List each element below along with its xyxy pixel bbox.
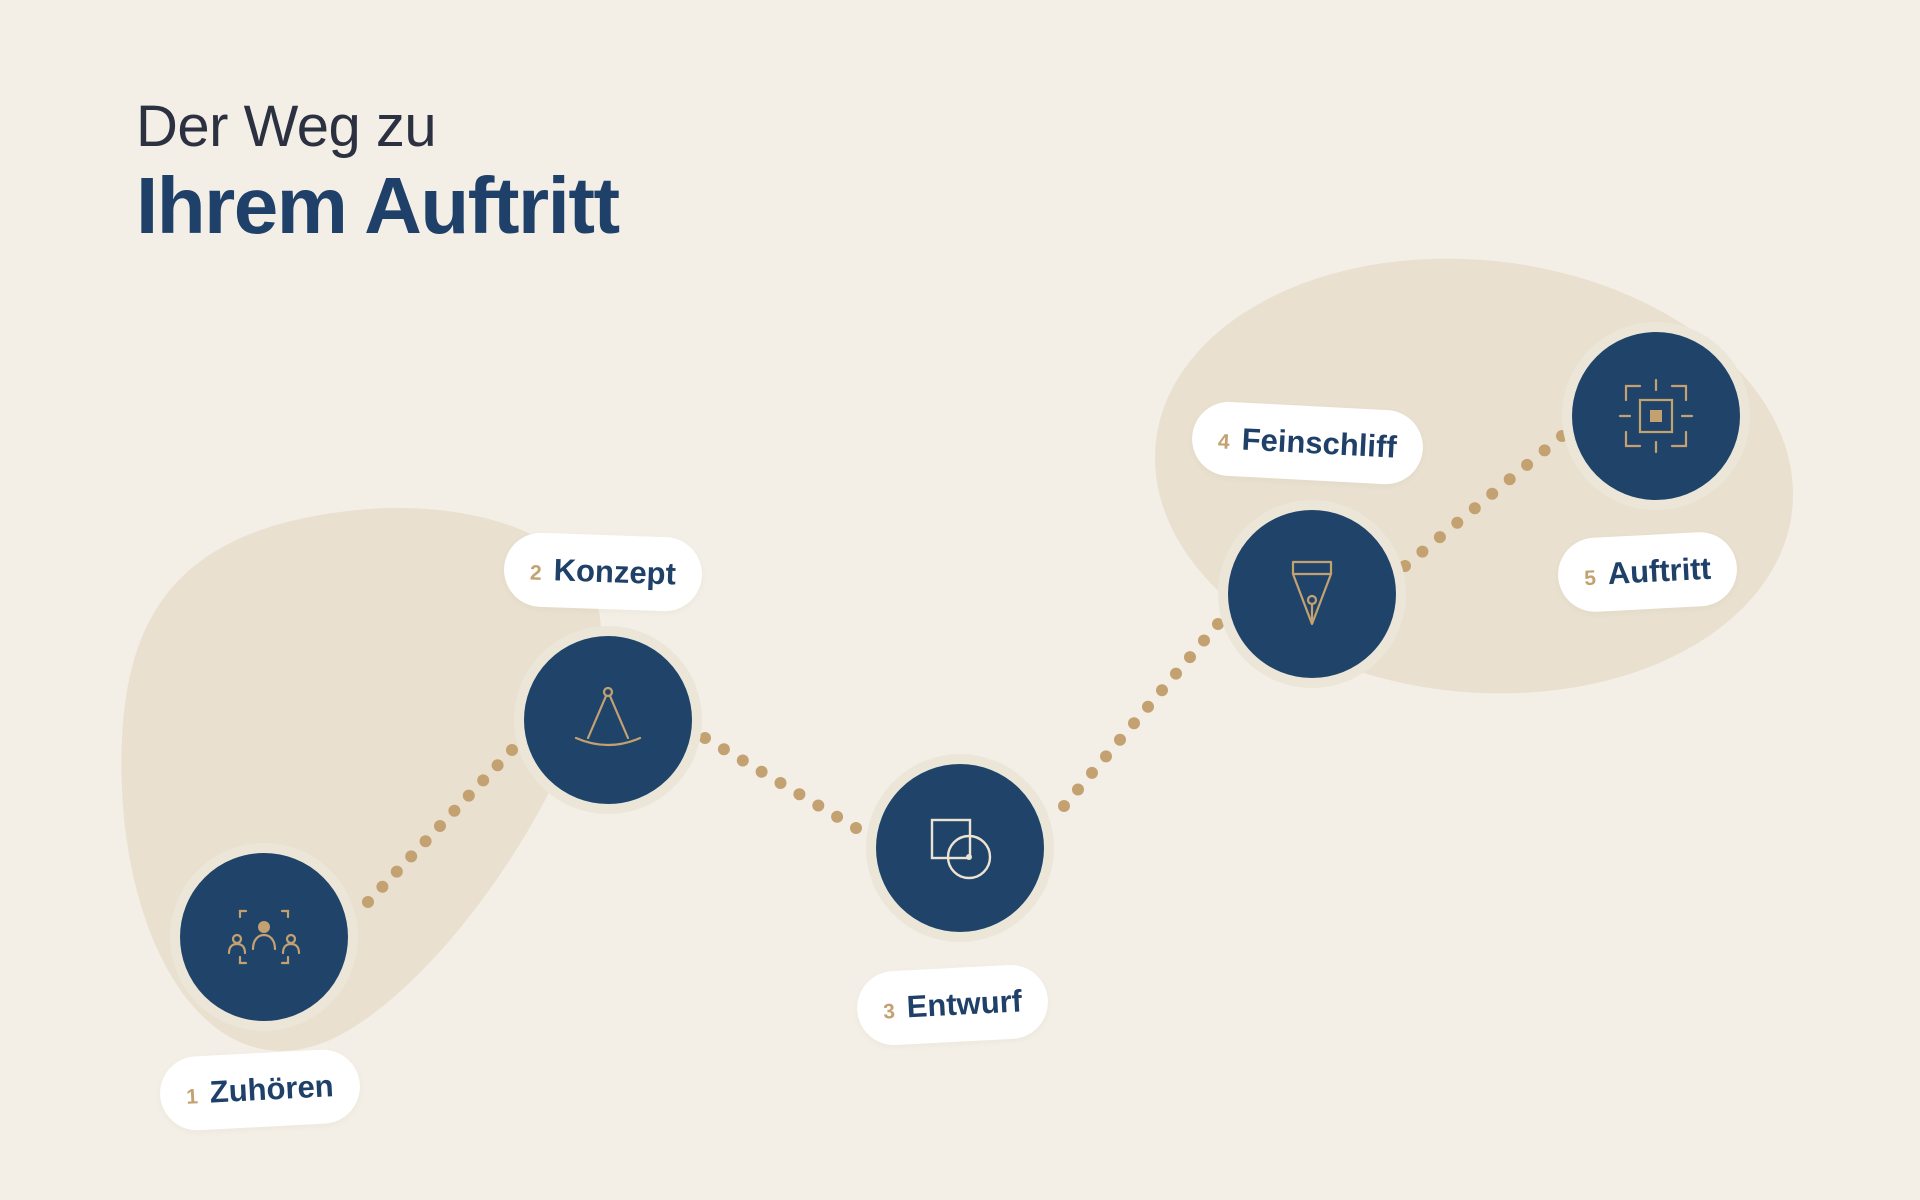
- title-line-2: Ihrem Auftritt: [136, 161, 620, 250]
- step-3-node: [866, 754, 1054, 942]
- connector-dot: [1100, 750, 1112, 763]
- step-4-label: 4 Feinschliff: [1190, 400, 1425, 486]
- title-line-1: Der Weg zu: [136, 94, 437, 159]
- step-title: Auftritt: [1606, 550, 1712, 592]
- connector-dot: [831, 810, 844, 823]
- connector-dot: [405, 850, 418, 863]
- connector-dot: [1538, 444, 1551, 457]
- connector-dot: [506, 744, 518, 756]
- step-number: 3: [882, 1000, 896, 1024]
- step-1-node: [170, 843, 358, 1031]
- page-title: Der Weg zu Ihrem Auftritt: [136, 92, 620, 250]
- compass-icon: [574, 686, 642, 747]
- connector-dot: [477, 774, 490, 787]
- step-5-label: 5 Auftritt: [1556, 530, 1739, 614]
- connector-dot: [434, 820, 446, 832]
- step-number: 5: [1583, 566, 1597, 591]
- connector-dot: [812, 799, 825, 812]
- step-title: Konzept: [553, 552, 677, 592]
- connector-dot: [1503, 473, 1516, 486]
- step-4-node: [1218, 500, 1406, 688]
- connector-dot: [1142, 700, 1154, 713]
- connector-dot: [491, 759, 504, 772]
- connector-dot: [850, 822, 862, 834]
- shapes-icon: [930, 818, 992, 880]
- connector-dot: [1451, 516, 1464, 529]
- connector-dot: [755, 765, 768, 778]
- step-title: Feinschliff: [1240, 421, 1398, 465]
- focus-target-icon: [1618, 378, 1694, 454]
- connector-dot: [736, 754, 749, 767]
- connector-dot: [1521, 458, 1534, 471]
- connector-dot: [1416, 545, 1429, 558]
- step-number: 1: [185, 1085, 199, 1109]
- step-5-node: [1562, 322, 1750, 510]
- connector-dot: [362, 896, 374, 908]
- connector-dot: [1433, 531, 1446, 544]
- connector-dot: [448, 804, 461, 817]
- step-2-node: [514, 626, 702, 814]
- audience-focus-icon: [227, 909, 301, 965]
- step-title: Zuhören: [208, 1068, 335, 1110]
- connector-dot: [390, 865, 403, 878]
- connector-dot: [717, 743, 730, 756]
- connector-dot: [1114, 733, 1126, 746]
- connector-dot: [774, 777, 787, 789]
- connector-dot: [1072, 783, 1084, 796]
- step-1-label: 1 Zuhören: [158, 1047, 362, 1133]
- connector-dot: [1486, 487, 1499, 500]
- connector-dot: [1058, 800, 1070, 812]
- step-title: Entwurf: [905, 983, 1023, 1025]
- connector-dot: [1468, 502, 1481, 515]
- step-3-label: 3 Entwurf: [855, 963, 1050, 1047]
- pen-nib-icon: [1291, 560, 1333, 626]
- step-number: 4: [1217, 430, 1231, 454]
- step-2-label: 2 Konzept: [502, 531, 704, 613]
- connector-dot: [1198, 634, 1210, 647]
- connector-dot: [1128, 717, 1140, 730]
- connector-dot: [699, 732, 711, 744]
- connector-dot: [1184, 651, 1196, 664]
- connector-dot: [793, 788, 806, 801]
- connector-dot: [1170, 667, 1182, 680]
- step-number: 2: [529, 561, 543, 585]
- connector-dot: [419, 835, 432, 848]
- connector-dot: [1086, 766, 1098, 779]
- connector-dot: [1156, 684, 1168, 697]
- dotted-connectors: [362, 430, 1568, 908]
- connector-dot: [462, 789, 475, 802]
- connector-dot: [376, 880, 389, 893]
